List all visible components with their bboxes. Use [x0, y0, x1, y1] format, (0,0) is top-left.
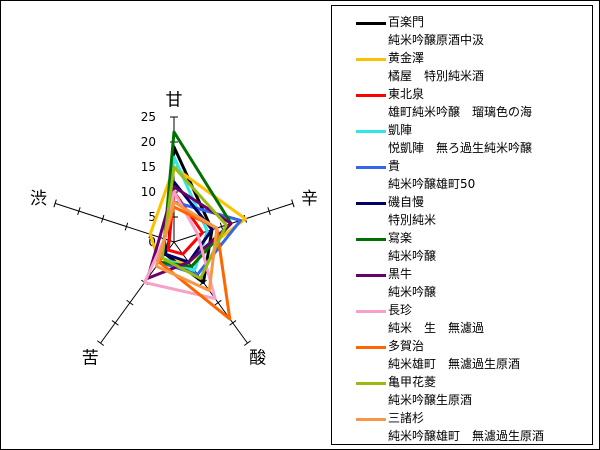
axis-tick [111, 320, 119, 326]
axis-label: 辛 [301, 189, 318, 209]
legend-name: 貴 [388, 159, 401, 173]
legend-swatch [356, 238, 386, 241]
legend-subtitle: 純米吟醸 [388, 285, 437, 299]
legend-swatch [356, 202, 386, 205]
legend-name: 多賀治 [388, 339, 425, 353]
legend-entry: 亀甲花菱純米吟醸生原酒 [332, 374, 592, 410]
legend-name: 亀甲花菱 [388, 375, 437, 389]
legend-subtitle: 悦凱陣 無ろ過生純米吟醸 [388, 141, 533, 155]
axis-tick [267, 207, 271, 216]
legend-swatch [356, 130, 386, 133]
legend-swatch [356, 310, 386, 313]
axis-label: 苦 [82, 348, 99, 368]
legend-name: 百楽門 [388, 15, 425, 29]
legend-subtitle: 純米 生 無濾過 [388, 321, 485, 335]
legend-name: 磯自慢 [388, 195, 425, 209]
legend-subtitle: 特別純米 [388, 213, 437, 227]
legend-subtitle: 純米吟醸生原酒 [388, 393, 473, 407]
tick-label: 20 [141, 135, 156, 149]
legend-entry: 寫楽純米吟醸 [332, 230, 592, 266]
legend-entry: 百楽門純米吟醸原酒中汲 [332, 14, 592, 50]
tick-label: 10 [141, 185, 156, 199]
axis-label: 酸 [249, 348, 266, 368]
legend-swatch [356, 94, 386, 97]
legend-subtitle: 純米吟醸雄町50 [388, 177, 476, 191]
legend-entry: 黒牛純米吟醸 [332, 266, 592, 302]
axis-tick [214, 299, 222, 306]
legend-entry: 多賀治純米雄町 無濾過生原酒 [332, 338, 592, 374]
series-line [166, 190, 204, 256]
axis-line [173, 202, 294, 243]
legend-name: 黄金澤 [388, 51, 425, 65]
legend-subtitle: 純米吟醸雄町 無濾過生原酒 [388, 429, 545, 443]
axis-tick [53, 199, 57, 208]
axis-tick [96, 340, 105, 346]
legend-subtitle: 橘屋 特別純米酒 [388, 69, 485, 83]
legend-subtitle: 純米吟醸原酒中汲 [388, 33, 485, 47]
axis-tick [229, 320, 237, 326]
axis-label: 渋 [30, 189, 47, 209]
legend-swatch [356, 274, 386, 277]
legend-entry: 三諸杉純米吟醸雄町 無濾過生原酒 [332, 410, 592, 446]
axis-tick [243, 340, 252, 346]
axis-tick [291, 199, 295, 208]
legend-subtitle: 雄町純米吟醸 瑠璃色の海 [388, 105, 533, 119]
legend-name: 黒牛 [388, 267, 413, 281]
legend-swatch [356, 166, 386, 169]
legend-name: 東北泉 [388, 87, 425, 101]
legend-entry: 磯自慢特別純米 [332, 194, 592, 230]
legend-subtitle: 純米雄町 無濾過生原酒 [388, 357, 521, 371]
legend-name: 寫楽 [388, 231, 413, 245]
axis-tick [219, 222, 224, 231]
legend-entry: 長珍純米 生 無濾過 [332, 302, 592, 338]
legend: 百楽門純米吟醸原酒中汲黄金澤橘屋 特別純米酒東北泉雄町純米吟醸 瑠璃色の海凱陣悦… [331, 5, 593, 445]
legend-name: 三諸杉 [388, 411, 425, 425]
tick-label: 25 [141, 110, 156, 124]
legend-name: 長珍 [388, 303, 413, 317]
axis-tick [100, 214, 105, 223]
legend-swatch [356, 382, 386, 385]
axis-line [173, 241, 248, 344]
legend-swatch [356, 346, 386, 349]
legend-entry: 東北泉雄町純米吟醸 瑠璃色の海 [332, 86, 592, 122]
legend-entry: 黄金澤橘屋 特別純米酒 [332, 50, 592, 86]
axis-tick [126, 299, 134, 306]
tick-label: 5 [148, 210, 156, 224]
axis-tick [124, 222, 129, 231]
legend-name: 凱陣 [388, 123, 413, 137]
legend-swatch [356, 58, 386, 61]
legend-swatch [356, 22, 386, 25]
axis-line [54, 202, 175, 243]
legend-swatch [356, 418, 386, 421]
series-line [154, 200, 219, 292]
axis-tick [77, 207, 81, 216]
legend-subtitle: 純米吟醸 [388, 249, 437, 263]
legend-entry: 凱陣悦凱陣 無ろ過生純米吟醸 [332, 122, 592, 158]
tick-label: 15 [141, 160, 156, 174]
legend-entry: 貴純米吟醸雄町50 [332, 158, 592, 194]
axis-label: 甘 [166, 91, 183, 111]
